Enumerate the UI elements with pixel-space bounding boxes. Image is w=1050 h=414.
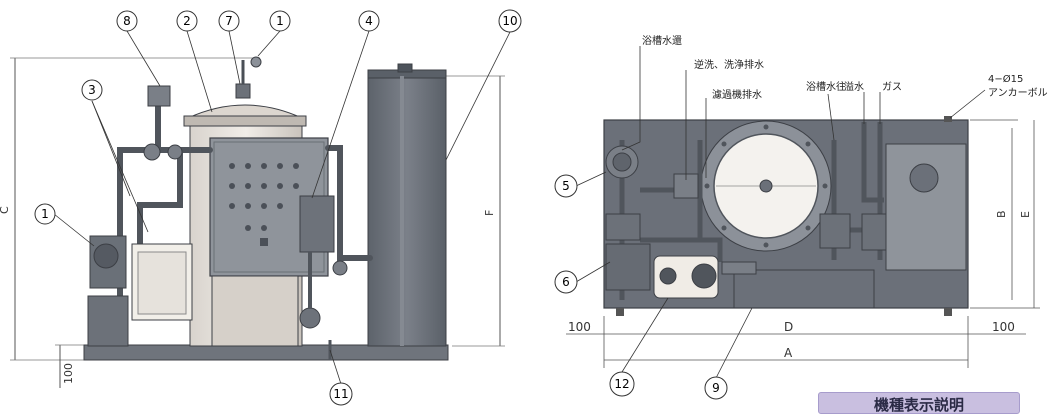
model-legend-heading: 機種表示説明: [818, 392, 1020, 414]
callout-1-top: 1: [276, 14, 284, 28]
dim-base-label: 100: [62, 363, 75, 384]
callout-12: 12: [614, 377, 629, 391]
dim-b-label: B: [995, 210, 1008, 218]
dim-a-label: A: [784, 346, 793, 360]
label-anchor-count: 4−Ø15: [988, 73, 1023, 85]
dim-e-label: E: [1019, 211, 1032, 218]
callout-10: 10: [502, 14, 517, 28]
callout-5: 5: [562, 179, 570, 193]
top-callouts: 5 6 12 9: [554, 174, 728, 400]
dim-c-label: C: [0, 206, 11, 214]
label-filter-drain: 濾過機排水: [712, 88, 762, 101]
callout-6: 6: [562, 275, 570, 289]
label-anchor-bolt: アンカーボルト: [988, 87, 1050, 99]
label-overflow: 溢水: [844, 80, 864, 93]
callout-1-left: 1: [41, 207, 49, 221]
side-view: C 100 F: [0, 30, 511, 388]
callout-9: 9: [712, 381, 720, 395]
dim-d-label: D: [784, 320, 793, 334]
top-view: B E D A 100 100: [566, 46, 1040, 379]
callout-3: 3: [88, 83, 96, 97]
dim-left-100: 100: [568, 320, 591, 334]
label-backwash-drain: 逆洗、洗浄排水: [694, 58, 764, 71]
callout-8: 8: [123, 14, 131, 28]
dim-f-label: F: [483, 210, 496, 216]
side-callouts: 8 2 7 1 4 10 3 1 11: [34, 9, 522, 406]
callout-11: 11: [333, 387, 348, 401]
panel-indicators: [229, 163, 299, 246]
callout-7: 7: [225, 14, 233, 28]
dim-right-100: 100: [992, 320, 1015, 334]
callout-2: 2: [183, 14, 191, 28]
label-bath-supply: 浴槽水往: [806, 80, 846, 93]
top-labels: 浴槽水還 逆洗、洗浄排水 濾過機排水 浴槽水往 溢水 ガス 4−Ø15 アンカー…: [642, 34, 1050, 101]
callout-4: 4: [365, 14, 373, 28]
label-bath-return: 浴槽水還: [642, 34, 682, 47]
label-gas: ガス: [882, 81, 902, 93]
